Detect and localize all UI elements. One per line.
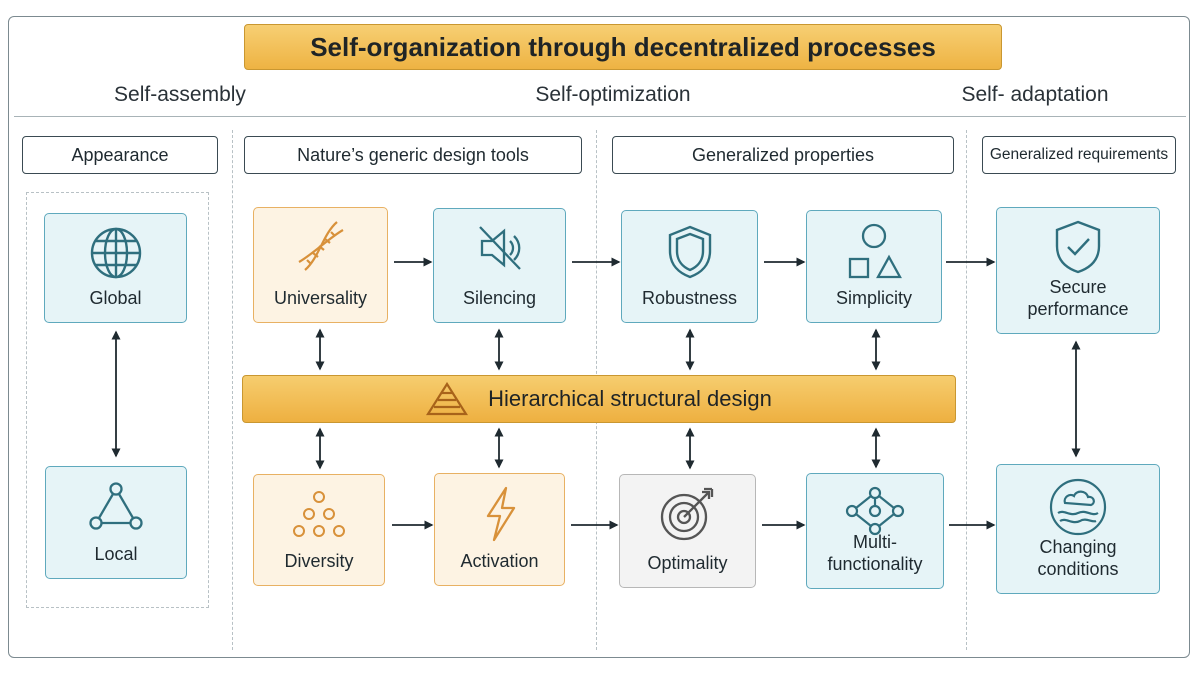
weather-icon	[1049, 478, 1107, 536]
node-secure-performance: Secure performance	[996, 207, 1160, 334]
node-diversity-label: Diversity	[284, 551, 354, 571]
title-banner: Self-organization through decentralized …	[244, 24, 1002, 70]
label-design-tools-text: Nature’s generic design tools	[297, 144, 529, 165]
node-changing-conditions-label: Changing conditions	[1037, 537, 1119, 579]
pyramid-icon	[426, 382, 469, 416]
outer-frame	[8, 16, 1190, 658]
node-activation: Activation	[434, 473, 565, 586]
node-optimality: Optimality	[619, 474, 756, 588]
shield-check-icon	[1055, 220, 1101, 274]
node-multifunctionality-label: Multi- functionality	[827, 532, 923, 574]
divider-dashed-1	[232, 130, 233, 650]
node-changing-conditions: Changing conditions	[996, 464, 1160, 594]
node-local-label: Local	[94, 544, 138, 564]
node-robustness: Robustness	[621, 210, 758, 323]
node-multifunctionality: Multi- functionality	[806, 473, 944, 589]
node-robustness-label: Robustness	[641, 288, 738, 308]
node-global: Global	[44, 213, 187, 323]
node-universality-label: Universality	[273, 288, 368, 308]
hierarchical-band-label: Hierarchical structural design	[488, 386, 772, 411]
lightning-icon	[486, 486, 515, 542]
node-network-icon	[845, 486, 905, 536]
label-appearance-text: Appearance	[71, 144, 169, 165]
dna-icon	[297, 221, 344, 271]
node-secure-performance-label: Secure performance	[1027, 277, 1129, 319]
node-silencing-label: Silencing	[462, 288, 537, 308]
label-generalized-requirements-text: Generalized requirements	[989, 146, 1169, 163]
label-generalized-requirements: Generalized requirements	[982, 136, 1176, 174]
node-optimality-label: Optimality	[647, 553, 728, 573]
node-universality: Universality	[253, 207, 388, 323]
page-title: Self-organization through decentralized …	[310, 31, 936, 62]
divider-dashed-3	[966, 130, 967, 650]
label-generalized-properties: Generalized properties	[612, 136, 954, 174]
column-heading-self-optimization: Self-optimization	[535, 83, 691, 106]
node-diversity: Diversity	[253, 474, 385, 586]
node-simplicity-label: Simplicity	[835, 288, 912, 308]
muted-speaker-icon	[478, 226, 521, 270]
node-simplicity: Simplicity	[806, 210, 942, 323]
triangle-network-icon	[89, 482, 143, 530]
label-design-tools: Nature’s generic design tools	[244, 136, 582, 174]
node-global-label: Global	[89, 288, 142, 308]
node-activation-label: Activation	[460, 551, 539, 571]
shield-icon	[668, 225, 711, 279]
column-heading-self-assembly: Self-assembly	[114, 83, 246, 106]
target-icon	[660, 487, 713, 541]
label-appearance: Appearance	[22, 136, 218, 174]
header-divider	[14, 116, 1186, 117]
node-silencing: Silencing	[433, 208, 566, 323]
node-local: Local	[45, 466, 187, 579]
dots-pyramid-icon	[293, 491, 345, 537]
hierarchical-band: Hierarchical structural design	[242, 375, 956, 423]
self-assembly-group	[26, 192, 209, 608]
globe-icon	[90, 227, 141, 279]
basic-shapes-icon	[848, 223, 902, 279]
label-generalized-properties-text: Generalized properties	[691, 144, 875, 165]
column-heading-self-adaptation: Self- adaptation	[961, 83, 1109, 106]
